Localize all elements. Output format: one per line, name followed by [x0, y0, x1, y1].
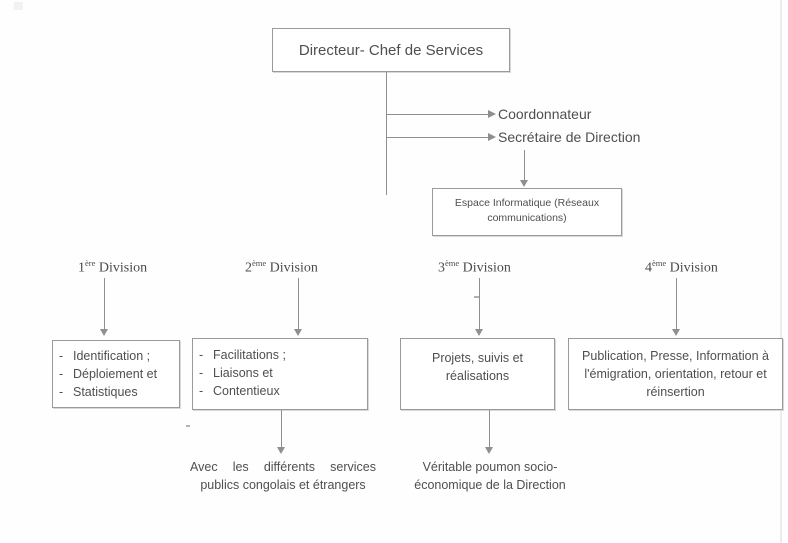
arrow-down-icon — [672, 329, 680, 336]
list-item: -Statistiques — [59, 385, 138, 399]
connector-to-coordonnateur — [386, 114, 490, 115]
scan-speck-artifact — [186, 425, 190, 427]
division-3-text-line-2: réalisations — [445, 369, 510, 383]
arrow-down-icon — [485, 447, 493, 454]
division-2-caption: Avec les différents services publics con… — [190, 458, 376, 494]
division-2-label: 2ème Division — [245, 258, 318, 276]
arrow-down-icon — [100, 329, 108, 336]
division-3-text-line-1: Projets, suivis et — [431, 351, 523, 365]
division-1-label: 1ère Division — [78, 258, 148, 276]
division-3-caption-line-2: économique de la Direction — [414, 478, 566, 492]
list-item: -Facilitations ; — [199, 348, 286, 362]
connector-to-espace — [524, 150, 525, 180]
list-item: -Déploiement et — [59, 367, 158, 381]
espace-informatique-box: Espace Informatique (Réseaux communicati… — [432, 188, 622, 236]
scan-edge-artifact — [780, 0, 782, 543]
arrow-down-icon — [520, 180, 528, 187]
list-item: -Contentieux — [199, 384, 280, 398]
arrow-right-icon — [488, 110, 496, 118]
connector-division-3-caption — [489, 410, 490, 448]
connector-main-trunk — [386, 72, 387, 195]
division-2-caption-line-1: Avec les différents services — [190, 460, 376, 474]
division-3-caption: Véritable poumon socio- économique de la… — [404, 458, 576, 494]
director-box: Directeur- Chef de Services — [272, 28, 510, 72]
division-4-text-line-1: Publication, Presse, Information à — [582, 349, 769, 363]
scan-dash-artifact — [474, 296, 479, 298]
connector-division-2 — [298, 278, 299, 330]
arrow-down-icon — [475, 329, 483, 336]
coordonnateur-label: Coordonnateur — [498, 106, 592, 122]
division-3-box: Projets, suivis et réalisations — [400, 338, 555, 410]
division-4-text-line-2: l'émigration, orientation, retour et — [584, 367, 767, 381]
espace-line-2: communications) — [487, 212, 567, 224]
connector-division-3 — [479, 278, 480, 330]
connector-to-secretaire — [386, 137, 490, 138]
division-3-caption-line-1: Véritable poumon socio- — [422, 460, 558, 474]
arrow-down-icon — [294, 329, 302, 336]
division-4-label: 4ème Division — [645, 258, 718, 276]
connector-division-4 — [676, 278, 677, 330]
espace-line-1: Espace Informatique (Réseaux — [454, 197, 600, 209]
director-box-label: Directeur- Chef de Services — [298, 41, 484, 59]
scan-corner-artifact — [14, 2, 23, 10]
division-4-text-line-3: réinsertion — [646, 385, 705, 399]
division-2-box: -Facilitations ; -Liaisons et -Contentie… — [192, 338, 368, 410]
division-2-caption-line-2: publics congolais et étrangers — [200, 478, 366, 492]
connector-division-1 — [104, 278, 105, 330]
list-item: -Identification ; — [59, 349, 151, 363]
division-1-box: -Identification ; -Déploiement et -Stati… — [52, 340, 180, 408]
secretaire-label: Secrétaire de Direction — [498, 129, 641, 145]
division-4-box: Publication, Presse, Information à l'émi… — [568, 338, 783, 410]
arrow-right-icon — [488, 133, 496, 141]
connector-division-2-caption — [281, 410, 282, 448]
division-3-label: 3ème Division — [438, 258, 511, 276]
arrow-down-icon — [277, 447, 285, 454]
list-item: -Liaisons et — [199, 366, 273, 380]
